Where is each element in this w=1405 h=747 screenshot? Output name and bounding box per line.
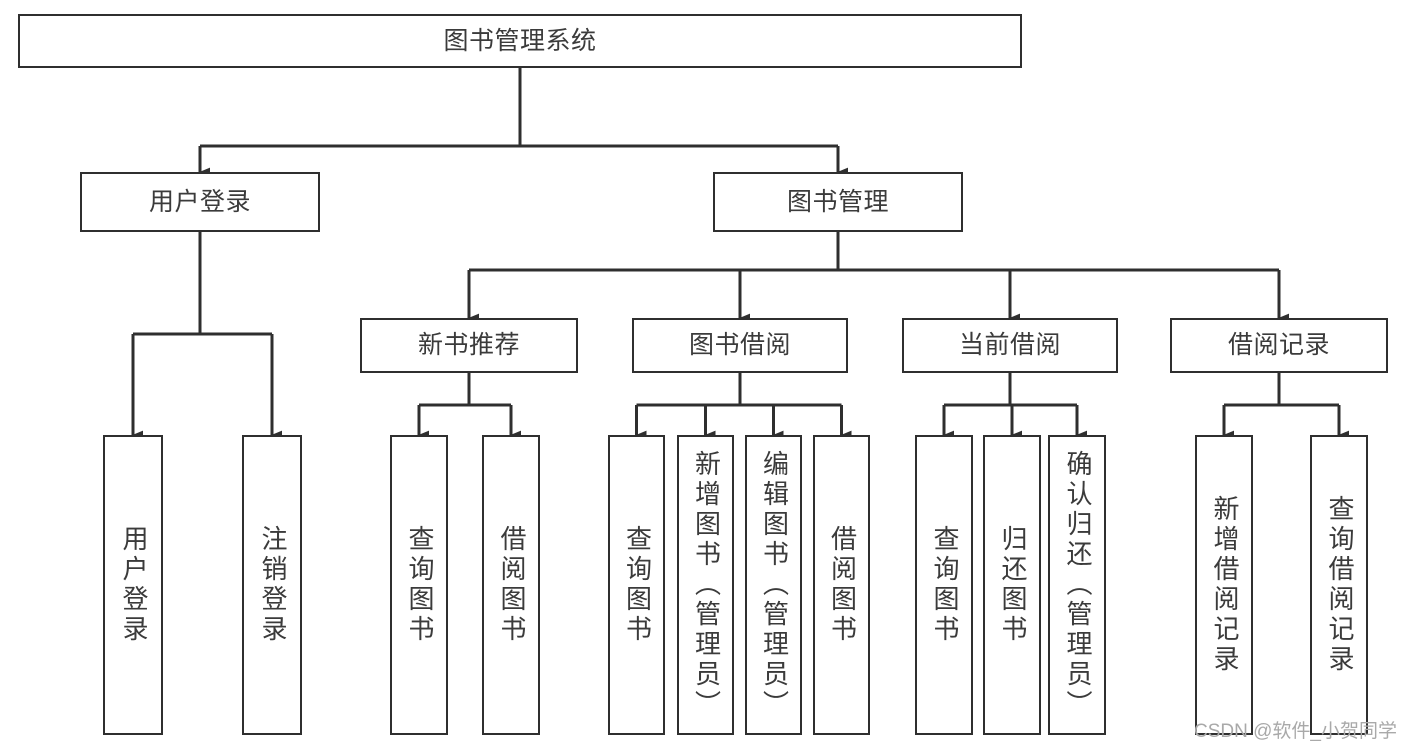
node-leaf-user-login-label: 用户登录 bbox=[118, 525, 149, 645]
node-leaf-user-login[interactable]: 用户登录 bbox=[103, 435, 163, 735]
node-leaf-logout-label: 注销登录 bbox=[257, 525, 288, 645]
node-root-label: 图书管理系统 bbox=[443, 26, 597, 55]
node-leaf-confirm-return[interactable]: 确认归还（管理员） bbox=[1048, 435, 1106, 735]
node-book-borrow-label: 图书借阅 bbox=[688, 331, 791, 360]
node-leaf-edit-book-label: 编辑图书（管理员） bbox=[759, 450, 790, 720]
node-book-manage-label: 图书管理 bbox=[786, 187, 889, 216]
node-current-borrow-label: 当前借阅 bbox=[958, 331, 1061, 360]
node-leaf-borrow-query-book[interactable]: 查询图书 bbox=[608, 435, 665, 735]
node-user-login-label: 用户登录 bbox=[148, 187, 251, 216]
node-leaf-query-borrow-record[interactable]: 查询借阅记录 bbox=[1310, 435, 1368, 735]
node-leaf-query-borrow-record-label: 查询借阅记录 bbox=[1324, 495, 1355, 675]
node-leaf-logout[interactable]: 注销登录 bbox=[242, 435, 302, 735]
watermark-text: CSDN @软件_小贺同学 bbox=[1194, 721, 1397, 742]
node-leaf-add-book[interactable]: 新增图书（管理员） bbox=[677, 435, 734, 735]
node-leaf-confirm-return-label: 确认归还（管理员） bbox=[1062, 450, 1093, 720]
node-book-borrow[interactable]: 图书借阅 bbox=[632, 318, 848, 373]
node-borrow-record[interactable]: 借阅记录 bbox=[1170, 318, 1388, 373]
node-leaf-edit-book[interactable]: 编辑图书（管理员） bbox=[745, 435, 802, 735]
node-new-book-recommend[interactable]: 新书推荐 bbox=[360, 318, 578, 373]
node-user-login[interactable]: 用户登录 bbox=[80, 172, 320, 232]
node-leaf-return-book[interactable]: 归还图书 bbox=[983, 435, 1041, 735]
node-leaf-borrow-query-book-label: 查询图书 bbox=[622, 525, 653, 645]
node-borrow-record-label: 借阅记录 bbox=[1227, 331, 1330, 360]
node-leaf-add-borrow-record[interactable]: 新增借阅记录 bbox=[1195, 435, 1253, 735]
node-leaf-return-book-label: 归还图书 bbox=[997, 525, 1028, 645]
node-current-borrow[interactable]: 当前借阅 bbox=[902, 318, 1118, 373]
node-root[interactable]: 图书管理系统 bbox=[18, 14, 1022, 68]
node-leaf-recommend-query-book[interactable]: 查询图书 bbox=[390, 435, 448, 735]
node-leaf-current-query-book-label: 查询图书 bbox=[929, 525, 960, 645]
node-leaf-add-book-label: 新增图书（管理员） bbox=[691, 450, 722, 720]
node-leaf-current-query-book[interactable]: 查询图书 bbox=[915, 435, 973, 735]
node-new-book-recommend-label: 新书推荐 bbox=[417, 331, 520, 360]
node-leaf-borrow-book[interactable]: 借阅图书 bbox=[813, 435, 870, 735]
node-book-manage[interactable]: 图书管理 bbox=[713, 172, 963, 232]
node-leaf-borrow-book-label: 借阅图书 bbox=[827, 525, 858, 645]
node-leaf-add-borrow-record-label: 新增借阅记录 bbox=[1209, 495, 1240, 675]
node-leaf-recommend-borrow-book-label: 借阅图书 bbox=[496, 525, 527, 645]
node-leaf-recommend-query-book-label: 查询图书 bbox=[404, 525, 435, 645]
node-leaf-recommend-borrow-book[interactable]: 借阅图书 bbox=[482, 435, 540, 735]
